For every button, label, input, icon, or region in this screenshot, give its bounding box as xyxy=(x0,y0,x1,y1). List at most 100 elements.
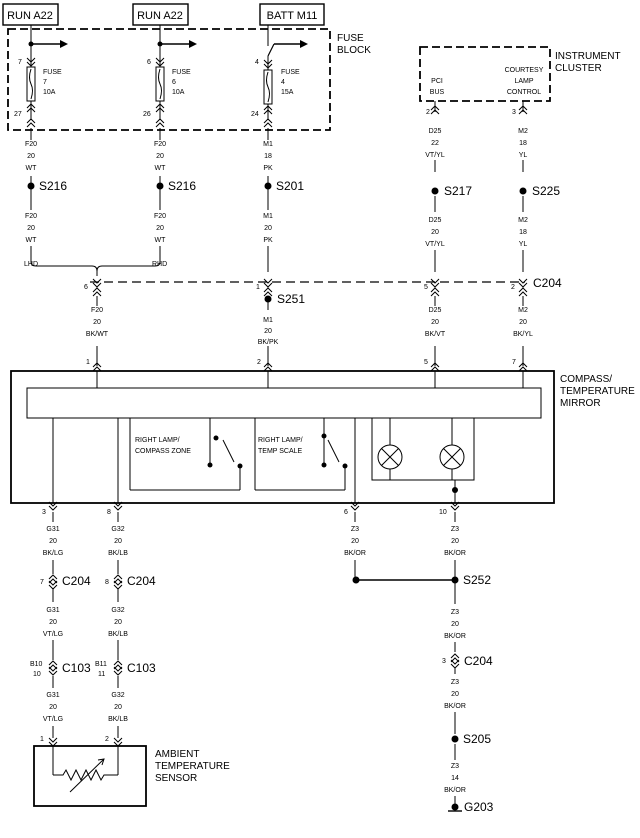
source-label: RUN A22 xyxy=(7,10,53,22)
svg-text:22: 22 xyxy=(431,140,439,147)
courtesy-lamp-label: LAMP xyxy=(514,78,533,85)
svg-text:BK/OR: BK/OR xyxy=(444,703,466,710)
compass-mirror-label: COMPASS/ xyxy=(560,374,612,385)
svg-text:20: 20 xyxy=(27,153,35,160)
svg-text:BK/OR: BK/OR xyxy=(444,633,466,640)
svg-text:20: 20 xyxy=(431,319,439,326)
svg-text:20: 20 xyxy=(93,319,101,326)
splice-label: S251 xyxy=(277,292,305,306)
source-label: RUN A22 xyxy=(137,10,183,22)
pin-label: 4 xyxy=(255,59,259,66)
wire-label-z3-d: Z3 20 BK/OR xyxy=(444,679,466,710)
svg-text:BK/OR: BK/OR xyxy=(444,787,466,794)
wire-label-g32-a: G32 20 BK/LB xyxy=(108,526,128,557)
switch-contact xyxy=(213,435,219,441)
svg-text:20: 20 xyxy=(264,225,272,232)
pin-label: 1 xyxy=(40,736,44,743)
switch-contact xyxy=(321,433,327,439)
wire-label-f20-mid-a: F20 20 WT xyxy=(25,213,37,244)
wire-label-m2-top: M2 18 YL xyxy=(518,128,528,159)
svg-text:20: 20 xyxy=(49,704,57,711)
wire-label-m1-low: M1 20 BK/PK xyxy=(258,317,279,346)
pin-label: 27 xyxy=(14,111,22,118)
svg-text:20: 20 xyxy=(156,153,164,160)
wire-label-m2-low: M2 20 BK/YL xyxy=(513,307,533,338)
splice-dot xyxy=(451,576,459,584)
instrument-cluster-label: INSTRUMENT xyxy=(555,51,621,62)
fuse-label: 4 xyxy=(281,79,285,86)
pin-label: 3 xyxy=(442,658,446,665)
pin-label: 7 xyxy=(512,359,516,366)
connector-label: C103 xyxy=(127,661,156,675)
ground-point xyxy=(451,803,459,811)
fuse-6: 6 26 FUSE 6 10A xyxy=(143,25,197,120)
pin-label: 7 xyxy=(18,59,22,66)
svg-text:Z3: Z3 xyxy=(451,679,459,686)
rhd-label: RHD xyxy=(152,261,167,268)
svg-text:BK/LB: BK/LB xyxy=(108,550,128,557)
splice-dot xyxy=(452,487,458,493)
pin-label: B11 xyxy=(95,661,107,668)
switch-label: TEMP SCALE xyxy=(258,448,303,455)
svg-text:20: 20 xyxy=(114,619,122,626)
splice-label: S216 xyxy=(39,179,67,193)
svg-text:M1: M1 xyxy=(263,317,273,324)
svg-text:WT: WT xyxy=(26,165,38,172)
svg-text:M2: M2 xyxy=(518,128,528,135)
splice-label: S205 xyxy=(463,732,491,746)
wire-label-m1-top: M1 18 PK xyxy=(263,141,273,172)
svg-text:20: 20 xyxy=(49,538,57,545)
switch-contact xyxy=(321,462,327,468)
wire-lines xyxy=(30,101,524,366)
pin-label: 10 xyxy=(33,671,41,678)
svg-text:Z3: Z3 xyxy=(451,763,459,770)
wire-label-g32-c: G32 20 BK/LB xyxy=(108,692,128,723)
svg-text:20: 20 xyxy=(114,538,122,545)
svg-text:BK/YL: BK/YL xyxy=(513,331,533,338)
wire-label-f20-a: F20 20 WT xyxy=(25,141,37,172)
svg-text:BK/LB: BK/LB xyxy=(108,631,128,638)
svg-text:D25: D25 xyxy=(429,307,442,314)
wire-label-d25-top: D25 22 VT/YL xyxy=(425,128,445,159)
switch-contact xyxy=(342,463,348,469)
wire-label-f20-low: F20 20 BK/WT xyxy=(86,307,109,338)
svg-text:G31: G31 xyxy=(46,607,59,614)
courtesy-lamp-label: COURTESY xyxy=(505,67,544,74)
wire-label-g31-b: G31 20 VT/LG xyxy=(43,607,63,638)
ambient-sensor-label: AMBIENT xyxy=(155,749,199,760)
splice-dot xyxy=(519,187,527,195)
thermistor-symbol xyxy=(52,746,119,793)
wire-label-z3-c: Z3 20 BK/OR xyxy=(444,609,466,640)
pin-label: 2 xyxy=(426,109,430,116)
svg-text:VT/YL: VT/YL xyxy=(425,241,445,248)
fuse-4: 4 24 FUSE 4 15A xyxy=(251,25,308,120)
mirror-internal-bus xyxy=(26,387,542,419)
svg-text:BK/VT: BK/VT xyxy=(425,331,446,338)
svg-text:M2: M2 xyxy=(518,307,528,314)
pin-label: 3 xyxy=(42,509,46,516)
pin-label: 8 xyxy=(105,579,109,586)
fuse-7: 7 27 FUSE 7 10A xyxy=(14,25,68,120)
ambient-sensor-outline xyxy=(33,745,147,807)
splice-label: S201 xyxy=(276,179,304,193)
pin-label: 11 xyxy=(98,671,105,678)
lhd-label: LHD xyxy=(24,261,38,268)
instrument-cluster-outline xyxy=(419,46,551,102)
pci-bus-label: BUS xyxy=(430,89,445,96)
svg-text:WT: WT xyxy=(155,237,167,244)
svg-text:20: 20 xyxy=(451,538,459,545)
svg-text:YL: YL xyxy=(519,152,528,159)
pin-label: 7 xyxy=(40,579,44,586)
pin-label: 8 xyxy=(107,509,111,516)
ground-label: G203 xyxy=(464,800,494,814)
svg-text:18: 18 xyxy=(519,140,527,147)
splice-dot xyxy=(264,182,272,190)
fuse-label: 7 xyxy=(43,79,47,86)
svg-text:20: 20 xyxy=(519,319,527,326)
connector-label: C204 xyxy=(62,574,91,588)
pin-label: 24 xyxy=(251,111,259,118)
svg-text:G31: G31 xyxy=(46,692,59,699)
pin-label: 3 xyxy=(512,109,516,116)
wire-label-f20-mid-b: F20 20 WT xyxy=(154,213,166,244)
fuse-label: 6 xyxy=(172,79,176,86)
